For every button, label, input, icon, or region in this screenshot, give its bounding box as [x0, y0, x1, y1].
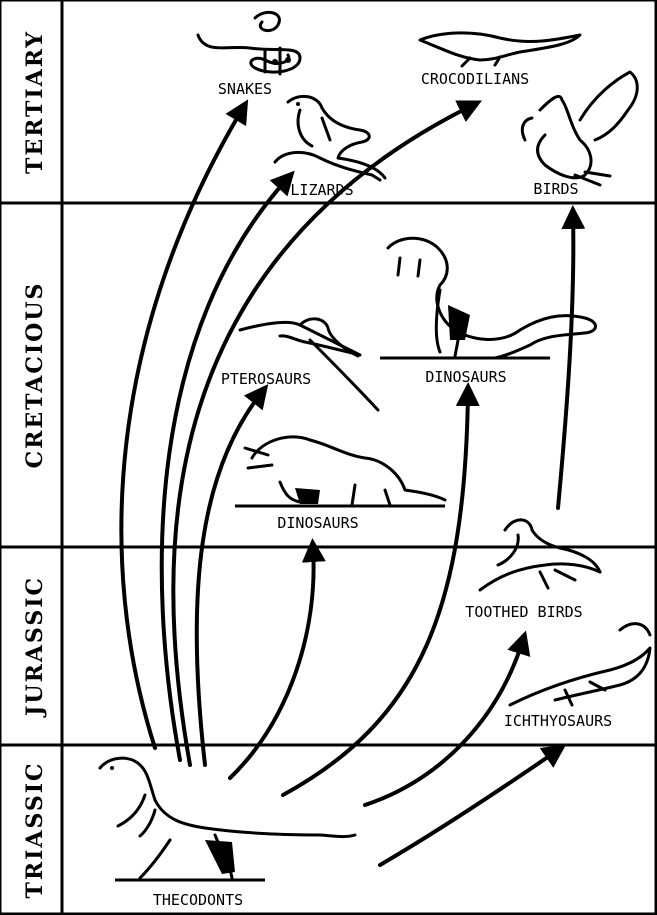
snake-icon — [198, 12, 300, 74]
arrow-to-pterosaurs — [197, 392, 262, 765]
arrow-to-birds — [558, 215, 573, 508]
triceratops-icon — [235, 437, 445, 506]
archaeopteryx-icon — [480, 520, 600, 590]
ichthyosaur-icon — [510, 624, 650, 705]
label-crocodilians: CROCODILIANS — [421, 70, 529, 88]
label-snakes: SNAKES — [218, 80, 272, 98]
evolution-arrows — [121, 105, 573, 865]
label-toothed-birds: TOOTHED BIRDS — [465, 603, 582, 621]
label-ichthyosaurs: ICHTHYOSAURS — [504, 712, 612, 730]
crocodile-icon — [420, 33, 580, 66]
label-dinosaurs-lower: DINOSAURS — [277, 514, 358, 532]
label-lizards: LIZARDS — [290, 181, 353, 199]
label-dinosaurs-upper: DINOSAURS — [425, 368, 506, 386]
period-label-cretaceous: CRETACIOUS — [22, 282, 48, 469]
label-pterosaurs: PTEROSAURS — [221, 370, 311, 388]
arrow-to-ichthyosaurs — [380, 750, 558, 865]
tyrannosaur-icon — [380, 238, 596, 358]
arrow-to-toothed-birds — [365, 640, 523, 805]
period-label-triassic: TRIASSIC — [22, 761, 48, 898]
label-birds: BIRDS — [533, 180, 578, 198]
bird-icon — [522, 72, 637, 185]
period-label-jurassic: JURASSIC — [22, 576, 48, 718]
period-label-tertiary: TERTIARY — [22, 30, 48, 174]
arrow-to-lizards — [162, 178, 288, 760]
label-thecodonts: THECODONTS — [153, 891, 243, 909]
